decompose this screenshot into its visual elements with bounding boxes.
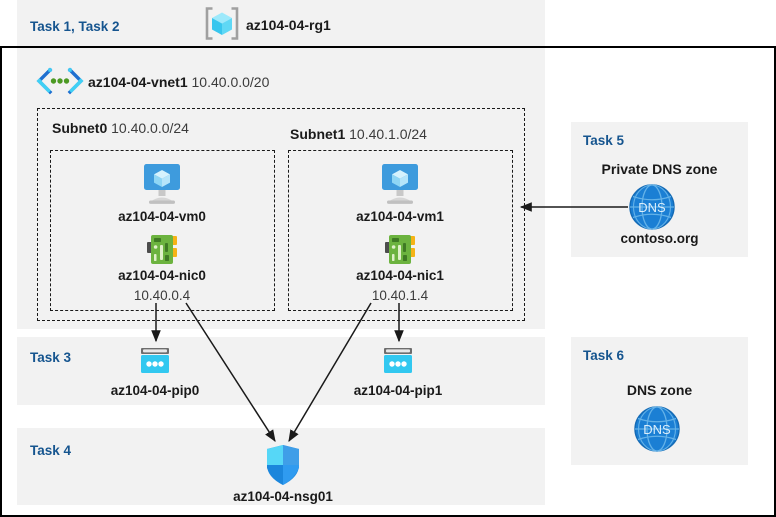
vnet-title: az104-04-vnet1 10.40.0.0/20 bbox=[88, 74, 269, 90]
private-dns-zone-heading: Private DNS zone bbox=[601, 161, 718, 177]
subnets-container bbox=[37, 108, 525, 321]
network-interface-icon bbox=[383, 234, 417, 266]
nic0-name: az104-04-nic0 bbox=[118, 268, 206, 283]
subnet0-title: Subnet0 10.40.0.0/24 bbox=[52, 120, 189, 136]
vnet-panel bbox=[17, 48, 545, 329]
subnet1-cidr: 10.40.1.0/24 bbox=[349, 126, 427, 142]
vm1-name: az104-04-vm1 bbox=[356, 209, 444, 224]
nic0-ip: 10.40.0.4 bbox=[133, 288, 191, 303]
diagram-right-border bbox=[774, 46, 776, 517]
resource-group-header-panel bbox=[17, 0, 545, 46]
task-label-3: Task 3 bbox=[30, 350, 72, 365]
vnet-name: az104-04-vnet1 bbox=[88, 74, 188, 90]
task-label-4: Task 4 bbox=[30, 443, 72, 458]
virtual-machine-icon bbox=[136, 162, 188, 206]
public-ip-address-icon bbox=[380, 346, 416, 376]
dns-zone-heading: DNS zone bbox=[626, 382, 693, 398]
nic1-name: az104-04-nic1 bbox=[356, 268, 444, 283]
public-ip-address-icon bbox=[137, 346, 173, 376]
dns-zone-icon: DNS bbox=[629, 184, 675, 230]
subnet1-name: Subnet1 bbox=[290, 126, 346, 142]
virtual-network-icon bbox=[36, 67, 84, 95]
subnet0-box bbox=[50, 150, 275, 311]
svg-text:DNS: DNS bbox=[638, 200, 666, 215]
network-interface-icon bbox=[145, 234, 179, 266]
task-label-6: Task 6 bbox=[583, 348, 625, 363]
subnet0-cidr: 10.40.0.0/24 bbox=[111, 120, 189, 136]
subnet0-name: Subnet0 bbox=[52, 120, 108, 136]
pip1-name: az104-04-pip1 bbox=[353, 383, 443, 398]
vnet-cidr: 10.40.0.0/20 bbox=[191, 74, 270, 90]
task3-panel bbox=[17, 337, 545, 405]
vm0-name: az104-04-vm0 bbox=[118, 209, 206, 224]
virtual-machine-icon bbox=[374, 162, 426, 206]
task-label-1-2: Task 1, Task 2 bbox=[30, 19, 120, 34]
private-dns-zone-name: contoso.org bbox=[620, 231, 699, 246]
subnet1-box bbox=[288, 150, 513, 311]
subnet1-title: Subnet1 10.40.1.0/24 bbox=[290, 126, 427, 142]
resource-group-icon bbox=[202, 7, 242, 40]
network-security-group-icon bbox=[265, 444, 301, 486]
task-label-5: Task 5 bbox=[583, 133, 625, 148]
nic1-ip: 10.40.1.4 bbox=[371, 288, 429, 303]
diagram-left-border bbox=[0, 46, 2, 517]
pip0-name: az104-04-pip0 bbox=[110, 383, 200, 398]
dns-zone-icon: DNS bbox=[634, 406, 680, 452]
resource-group-name: az104-04-rg1 bbox=[246, 17, 331, 33]
nsg01-name: az104-04-nsg01 bbox=[233, 489, 333, 504]
svg-text:DNS: DNS bbox=[643, 422, 671, 437]
